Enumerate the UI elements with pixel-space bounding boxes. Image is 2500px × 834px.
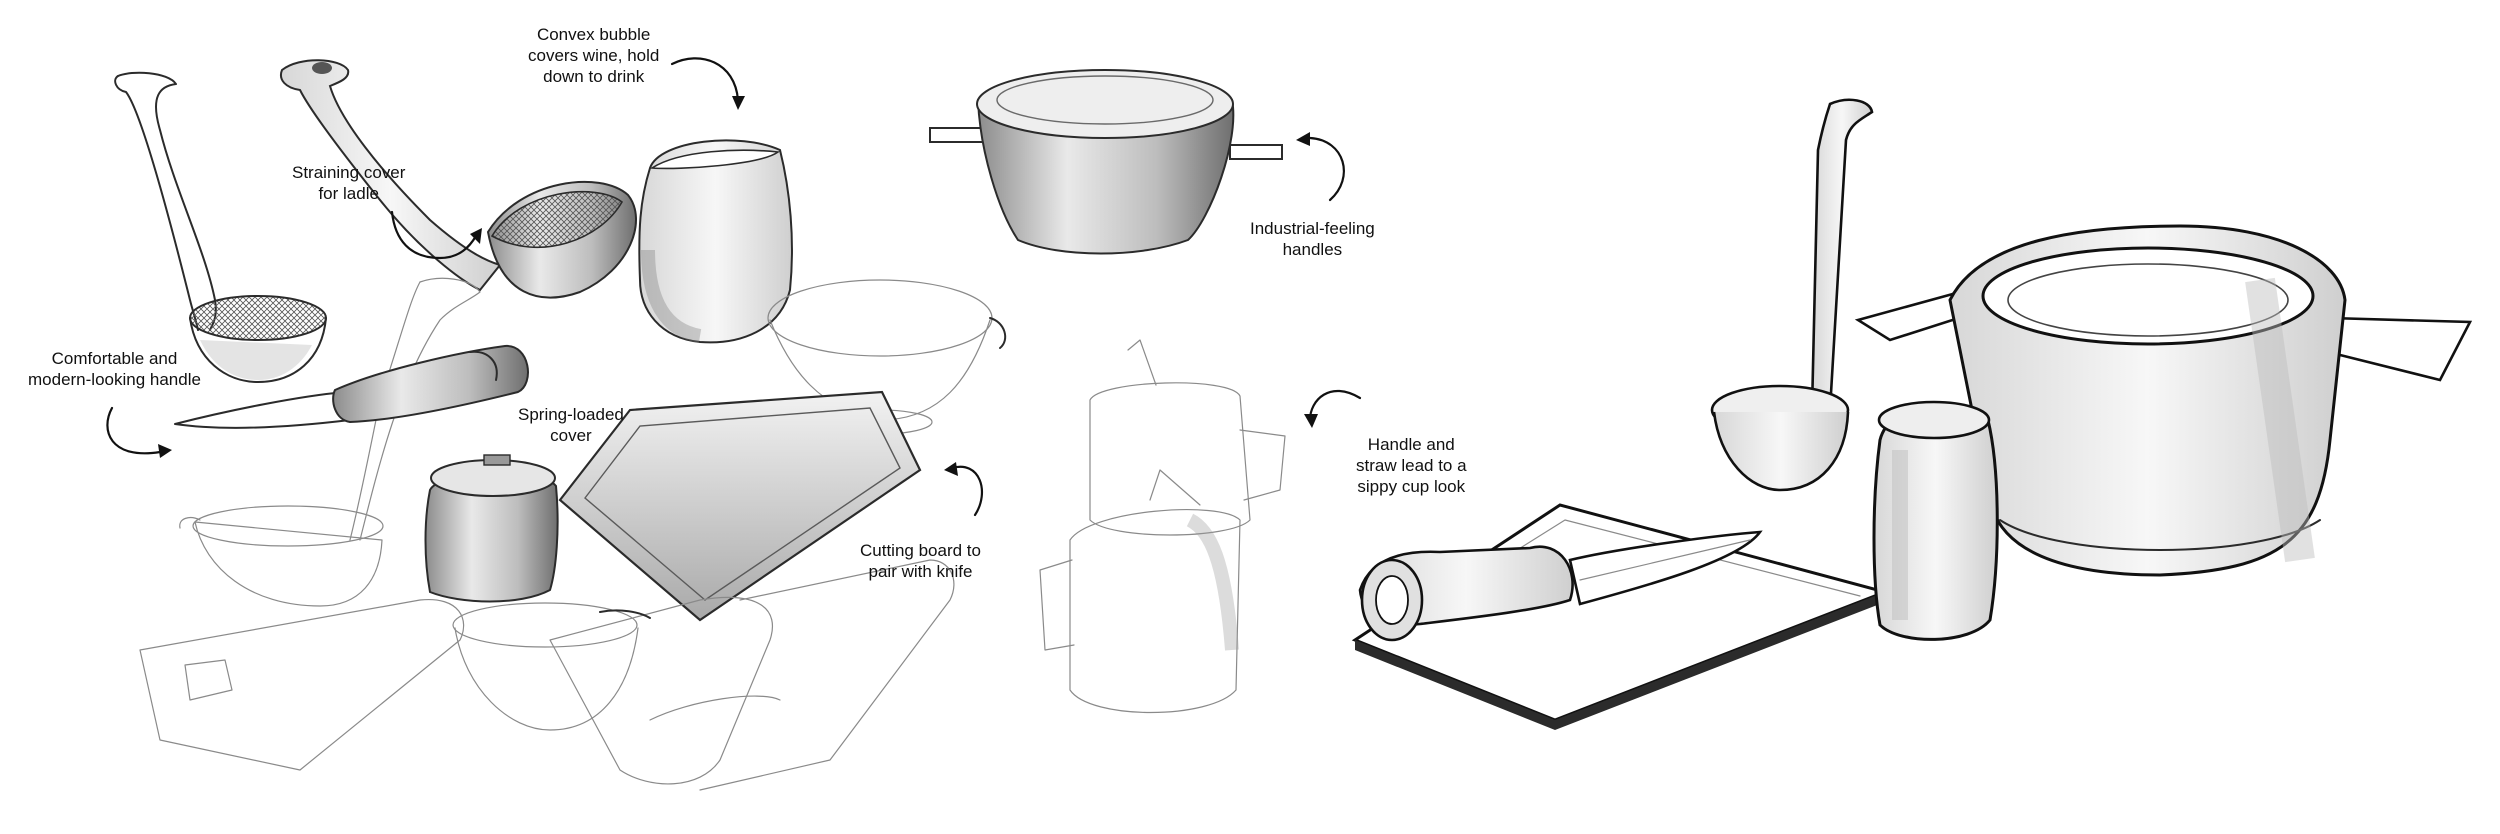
annotation-line: covers wine, hold <box>528 46 660 65</box>
knife-sketch <box>174 344 529 429</box>
annotation-line: Straining cover <box>292 163 406 182</box>
annotation-ladle-cover: Straining cover for ladle <box>292 162 405 204</box>
annotation-line: Spring-loaded <box>518 405 624 424</box>
ladle-sketch-large <box>280 59 637 299</box>
annotation-line: sippy cup look <box>1357 477 1466 496</box>
annotation-line: Cutting board to <box>860 541 981 560</box>
annotation-arrows <box>106 57 1362 517</box>
annotation-line: handles <box>1282 240 1343 259</box>
rendered-ladle <box>1710 98 1874 492</box>
annotation-line: Convex bubble <box>536 25 651 44</box>
tray-sketch <box>558 390 922 622</box>
annotation-line: pair with knife <box>868 562 973 581</box>
rendered-sippy-container <box>1872 400 1999 641</box>
annotation-handles: Industrial-feeling handles <box>1250 218 1375 260</box>
annotation-line: Handle and <box>1367 435 1455 454</box>
annotation-line: for ladle <box>318 184 379 203</box>
annotation-spring-cover: Spring-loaded cover <box>518 404 624 446</box>
rendered-pot <box>1854 224 2473 577</box>
annotation-line: Comfortable and <box>51 349 178 368</box>
annotation-line: Industrial-feeling <box>1250 219 1375 238</box>
annotation-knife-handle: Comfortable and modern-looking handle <box>28 348 201 390</box>
small-bowl-sketch <box>452 602 651 731</box>
annotation-wine-bubble: Convex bubble covers wine, hold down to … <box>528 24 659 87</box>
ladle-sketch-small <box>114 71 327 383</box>
annotation-cutting-board: Cutting board to pair with knife <box>860 540 981 582</box>
annotation-line: down to drink <box>543 67 645 86</box>
spring-cover-container-sketch <box>424 454 559 603</box>
annotation-line: modern-looking handle <box>28 370 201 389</box>
annotation-sippy: Handle and straw lead to a sippy cup loo… <box>1356 434 1467 497</box>
sippy-cup-sketches <box>1039 339 1286 714</box>
pot-sketch-top <box>929 69 1283 255</box>
annotation-line: cover <box>550 426 592 445</box>
annotation-line: straw lead to a <box>1356 456 1467 475</box>
cutting-board-outlines <box>139 559 955 791</box>
wine-cup-sketch <box>638 139 793 344</box>
rendered-knife <box>1358 530 1763 642</box>
